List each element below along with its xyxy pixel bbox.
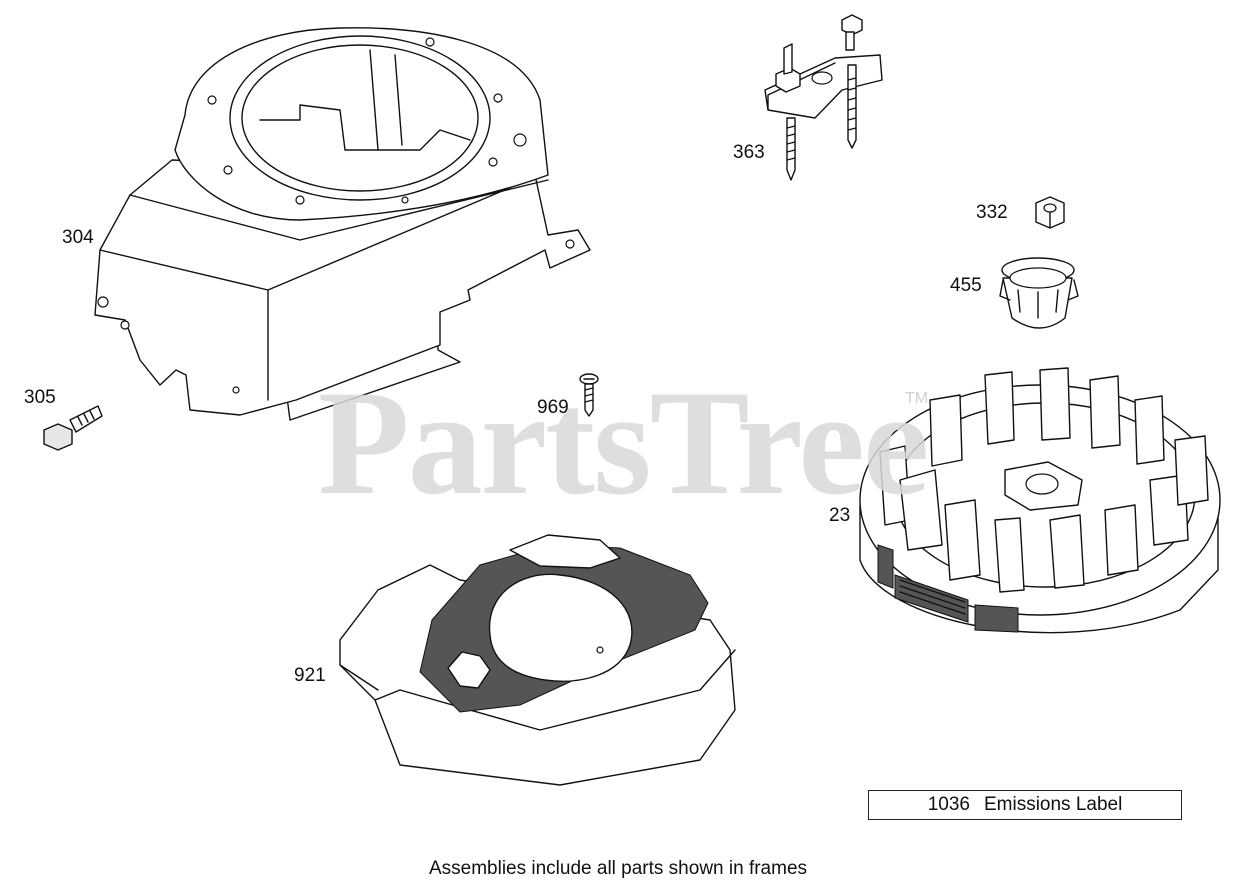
screw-969[interactable] bbox=[579, 373, 599, 417]
callout-921[interactable]: 921 bbox=[294, 665, 326, 686]
callout-305[interactable]: 305 bbox=[24, 387, 56, 408]
callout-23[interactable]: 23 bbox=[829, 505, 851, 526]
air-cover-921[interactable] bbox=[339, 534, 736, 786]
callout-455[interactable]: 455 bbox=[950, 275, 982, 296]
starter-cup-455[interactable] bbox=[999, 257, 1079, 329]
flywheel-23[interactable] bbox=[859, 367, 1221, 634]
emissions-label-frame[interactable]: 1036 Emissions Label bbox=[868, 790, 1182, 820]
emissions-label-text: Emissions Label bbox=[983, 794, 1123, 815]
emissions-label-number: 1036 bbox=[927, 794, 970, 815]
bolt-305[interactable] bbox=[43, 405, 103, 451]
nut-332[interactable] bbox=[1035, 196, 1065, 229]
bracket-363[interactable] bbox=[764, 14, 883, 181]
callout-363[interactable]: 363 bbox=[733, 142, 765, 163]
assemblies-footnote: Assemblies include all parts shown in fr… bbox=[428, 858, 808, 879]
callout-304[interactable]: 304 bbox=[62, 227, 94, 248]
callout-332[interactable]: 332 bbox=[976, 202, 1008, 223]
callout-969[interactable]: 969 bbox=[537, 397, 569, 418]
watermark-text: PartsTree bbox=[318, 360, 929, 526]
blower-housing-304[interactable] bbox=[94, 27, 591, 421]
trademark-mark: TM bbox=[905, 390, 929, 407]
